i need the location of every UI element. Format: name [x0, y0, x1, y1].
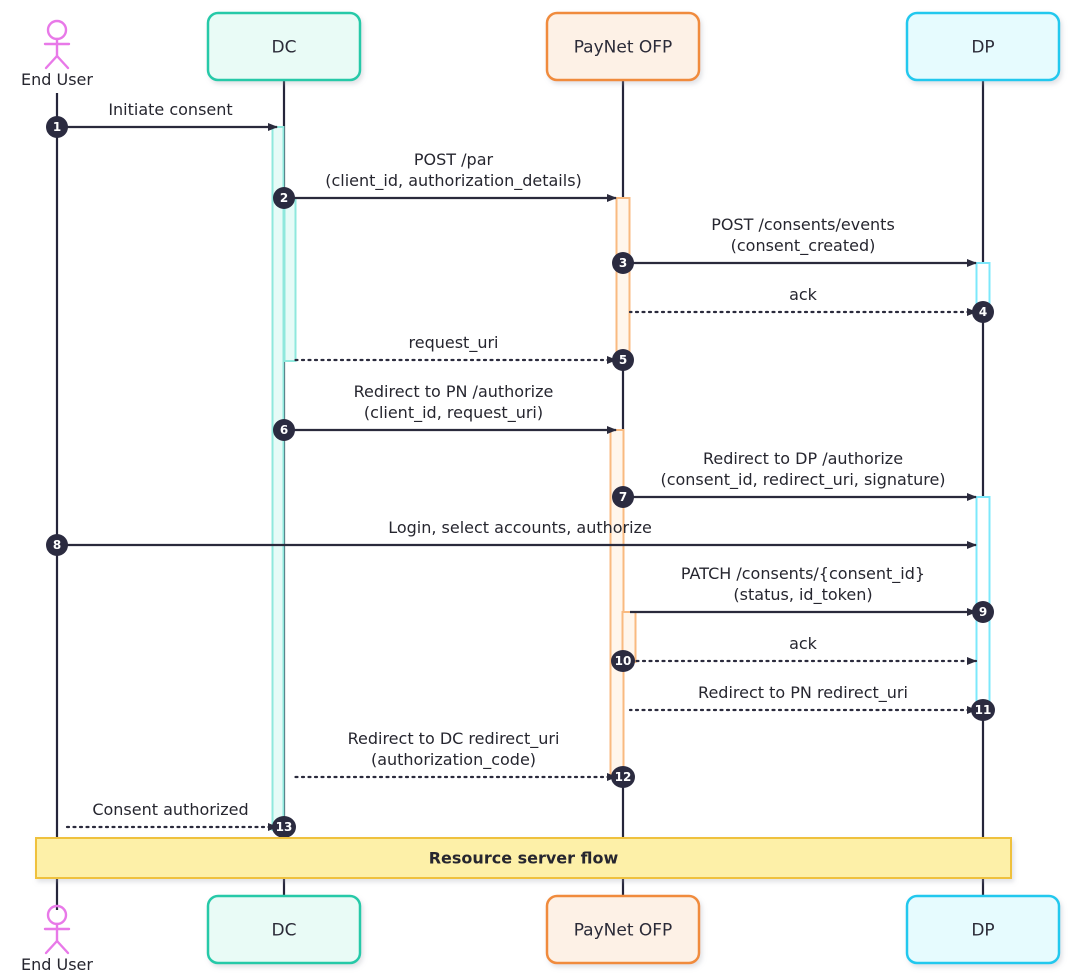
sequence-number-10: 10 — [615, 654, 632, 668]
message-3[interactable]: POST /consents/events (consent_created) 3 — [612, 215, 977, 274]
actor-leg-right-icon — [55, 54, 70, 70]
message-5[interactable]: request_uri 5 — [289, 333, 634, 371]
participant-label-dc: DC — [272, 38, 297, 58]
sequence-number-4: 4 — [979, 305, 987, 319]
message-label-9: (status, id_token) — [733, 585, 872, 605]
participant-box-paynet-ofp[interactable] — [545, 11, 701, 82]
participant-paynet-ofp-header[interactable]: PayNet OFP — [545, 11, 701, 82]
message-1[interactable]: Initiate consent 1 — [46, 100, 278, 138]
sequence-badge-8 — [46, 534, 68, 556]
participant-label-dp: DP — [971, 921, 994, 941]
sequence-badge-2 — [273, 187, 295, 209]
message-label-6: (client_id, request_uri) — [364, 403, 543, 423]
message-label-1: Initiate consent — [108, 100, 232, 119]
message-10[interactable]: ack 10 — [611, 634, 978, 672]
activation-paynet-ofp-3 — [609, 429, 625, 779]
message-label-12: Redirect to DC redirect_uri — [348, 729, 560, 749]
sequence-number-11: 11 — [975, 703, 992, 717]
sequence-number-1: 1 — [53, 120, 61, 134]
sequence-number-7: 7 — [619, 490, 627, 504]
participants-header: End User DC PayNet OFP DP — [21, 11, 1061, 89]
actor-figure-end-user: End User — [21, 19, 93, 89]
actor-label-end-user: End User — [21, 955, 93, 974]
sequence-badge-5 — [612, 349, 634, 371]
actor-figure-end-user: End User — [21, 904, 93, 974]
actor-label-end-user: End User — [21, 70, 93, 89]
message-13[interactable]: Consent authorized 13 — [62, 800, 296, 838]
sequence-number-5: 5 — [619, 353, 627, 367]
sequence-number-13: 13 — [276, 820, 293, 834]
participant-label-paynet-ofp: PayNet OFP — [574, 38, 673, 58]
sequence-badge-9 — [972, 601, 994, 623]
sequence-badge-3 — [612, 252, 634, 274]
message-label-7: (consent_id, redirect_uri, signature) — [660, 470, 945, 490]
actor-head-icon — [46, 19, 68, 41]
participant-box-dp[interactable] — [905, 11, 1061, 82]
message-label-3: (consent_created) — [731, 236, 876, 256]
participant-dc-footer[interactable]: DC — [206, 894, 362, 965]
actor-leg-left-icon — [44, 54, 59, 70]
sequence-number-2: 2 — [280, 191, 288, 205]
participant-box-paynet-ofp[interactable] — [545, 894, 701, 965]
sequence-badge-10 — [611, 650, 635, 672]
message-label-4: ack — [789, 285, 818, 304]
sequence-badge-6 — [273, 419, 295, 441]
sequence-badge-7 — [612, 486, 634, 508]
message-label-6: Redirect to PN /authorize — [354, 382, 554, 401]
message-label-12: (authorization_code) — [371, 750, 536, 770]
message-label-2: (client_id, authorization_details) — [325, 171, 582, 191]
message-label-10: ack — [789, 634, 818, 653]
note-group: Resource server flow — [35, 837, 1012, 879]
sequence-badge-4 — [972, 301, 994, 323]
message-label-8: Login, select accounts, authorize — [388, 518, 652, 537]
sequence-number-12: 12 — [615, 770, 632, 784]
activation-paynet-ofp-2 — [615, 197, 631, 362]
participant-dp-footer[interactable]: DP — [905, 894, 1061, 965]
participant-label-dp: DP — [971, 38, 994, 58]
message-12[interactable]: Redirect to DC redirect_uri(authorizatio… — [289, 729, 635, 788]
participant-box-dp[interactable] — [905, 894, 1061, 965]
participant-paynet-ofp-footer[interactable]: PayNet OFP — [545, 894, 701, 965]
sequence-number-3: 3 — [619, 256, 627, 270]
note-rect — [35, 837, 1012, 879]
message-9[interactable]: PATCH /consents/{consent_id}(status, id_… — [630, 564, 994, 623]
message-label-5: request_uri — [409, 333, 499, 353]
message-4[interactable]: ack 4 — [628, 285, 994, 323]
sequence-badge-11 — [971, 699, 995, 721]
participant-dp-header[interactable]: DP — [905, 11, 1061, 82]
activation-dc-1 — [283, 197, 297, 362]
sequence-number-9: 9 — [979, 605, 987, 619]
message-label-11: Redirect to PN redirect_uri — [698, 683, 908, 703]
sequence-number-6: 6 — [280, 423, 288, 437]
actor-leg-left-icon — [44, 939, 59, 955]
participants-footer: End User DC PayNet OFP DP — [21, 894, 1061, 974]
participant-box-dc[interactable] — [206, 11, 362, 82]
message-label-3: POST /consents/events — [711, 215, 895, 234]
participant-label-dc: DC — [272, 921, 297, 941]
actor-leg-right-icon — [55, 939, 70, 955]
sequence-badge-13 — [272, 816, 296, 838]
message-11[interactable]: Redirect to PN redirect_uri 11 — [628, 683, 995, 721]
message-label-7: Redirect to DP /authorize — [703, 449, 903, 468]
note-label: Resource server flow — [429, 849, 619, 868]
message-6[interactable]: Redirect to PN /authorize (client_id, req… — [273, 382, 617, 441]
message-8[interactable]: Login, select accounts, authorize 8 — [46, 518, 977, 556]
message-label-9: PATCH /consents/{consent_id} — [681, 564, 925, 584]
message-label-2: POST /par — [414, 150, 494, 169]
activation-dc-0 — [271, 126, 285, 831]
participant-label-paynet-ofp: PayNet OFP — [574, 921, 673, 941]
message-label-13: Consent authorized — [92, 800, 248, 819]
note-resource-server-flow: Resource server flow — [35, 837, 1012, 879]
lifelines-group — [55, 80, 985, 910]
sequence-badge-12 — [611, 766, 635, 788]
message-7[interactable]: Redirect to DP /authorize (consent_id, re… — [612, 449, 977, 508]
sequence-badge-1 — [46, 116, 68, 138]
participant-box-dc[interactable] — [206, 894, 362, 965]
participant-dc-header[interactable]: DC — [206, 11, 362, 82]
sequence-number-8: 8 — [53, 538, 61, 552]
message-2[interactable]: POST /par (client_id, authorization_detai… — [273, 150, 617, 209]
